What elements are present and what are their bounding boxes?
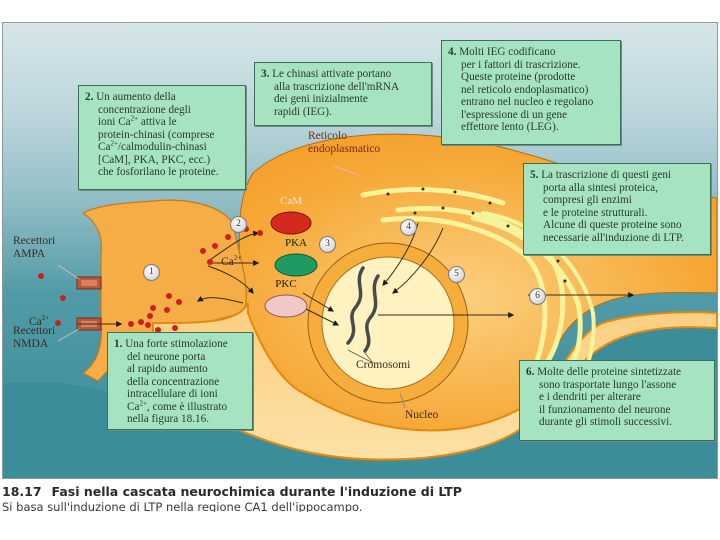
step-2-text: concentrazione degli: [98, 103, 191, 116]
step-box-3: 3. Le chinasi attivate portano alla tras…: [254, 62, 432, 126]
step-5-text: Alcune di queste proteine sono: [543, 219, 682, 231]
ampa-label: Recettori AMPA: [13, 235, 55, 261]
step-3-text: Le chinasi attivate portano: [272, 68, 392, 80]
step-marker-4: 4: [400, 219, 417, 236]
step-4-text: entrano nel nucleo e regolano: [461, 96, 594, 108]
step-4-text: per i fattori di trascrizione.: [461, 58, 581, 71]
step-4-text: effettore lento (LEG).: [461, 121, 559, 133]
pkc-oval: [264, 294, 308, 318]
step-6-number: 6.: [526, 366, 535, 378]
caption-title: 18.17 Fasi nella cascata neurochimica dur…: [2, 484, 718, 499]
step-3-text: alla trascrizione dell'mRNA: [274, 80, 400, 93]
nucleus: [321, 256, 455, 390]
step-6-text: il funzionamento del neurone: [539, 403, 671, 416]
step-1-text: intracellulare di ioni: [127, 388, 218, 400]
step-2-line: 2. Un aumento della: [85, 91, 239, 104]
step-box-1: 1. Una forte stimolazione del neurone po…: [107, 332, 253, 430]
ca-text: Ca: [29, 316, 42, 328]
step-1-text: Una forte stimolazione: [125, 338, 228, 350]
reticolo-label: Reticolo endoplasmatico: [308, 130, 380, 156]
figure-title: Fasi nella cascata neurochimica durante …: [51, 484, 462, 499]
cam-oval: [270, 211, 312, 235]
step-marker-5: 5: [448, 266, 465, 283]
step-marker-6: 6: [529, 288, 546, 305]
step-marker-3: 3: [319, 236, 336, 253]
step-2-text: protein-chinasi (comprese: [98, 128, 215, 141]
step-1-text: al rapido aumento: [127, 363, 208, 375]
figure-number: 18.17: [2, 484, 42, 499]
step-3-number: 3.: [261, 68, 270, 80]
step-6-text: durante gli stimoli successivi.: [539, 416, 672, 428]
figure-caption: 18.17 Fasi nella cascata neurochimica dur…: [2, 484, 718, 512]
step-2-text: [CaM], PKA, PKC, ecc.): [98, 153, 211, 166]
figure-subtitle: Si basa sull'induzione di LTP nella regi…: [2, 500, 363, 512]
reticolo-line1: Reticolo: [308, 130, 347, 142]
step-2-number: 2.: [85, 91, 94, 103]
ca-inside-label: Ca2+: [221, 254, 242, 269]
step-1-text: Ca2+, come è illustrato: [127, 398, 228, 413]
ca-superscript: 2+: [233, 254, 242, 263]
step-2-text: Ca2+/calmodulin-chinasi: [98, 139, 207, 153]
step-4-text: Queste proteine (prodotte: [461, 71, 576, 83]
step-1-text: nella figura 18.16.: [127, 413, 210, 425]
step-box-5: 5. La trascrizione di questi geni porta …: [523, 163, 711, 255]
ca-outside-label: Ca2+: [29, 314, 50, 329]
step-6-text: e i dendriti per alterare: [539, 391, 641, 403]
step-1-text: del neurone porta: [127, 350, 206, 363]
cromosomi-label: Cromosomi: [356, 359, 411, 371]
step-marker-1: 1: [143, 264, 160, 281]
step-box-2: 2. Un aumento della concentrazione degli…: [78, 85, 246, 190]
step-3-line: 3. Le chinasi attivate portano: [261, 68, 425, 81]
step-4-text: nel reticolo endoplasmatico): [461, 83, 589, 96]
step-5-text: e le proteine strutturali.: [543, 206, 648, 219]
step-6-line: 6. Molte delle proteine sintetizzate: [526, 366, 708, 379]
step-4-text: l'espressione di un gene: [461, 108, 568, 121]
reticolo-line2: endoplasmatico: [308, 143, 381, 155]
step-marker-2: 2: [230, 216, 247, 233]
step-5-text: porta alla sintesi proteica,: [543, 181, 658, 194]
step-2-text: ioni Ca2+ attiva le: [98, 114, 177, 128]
step-6-text: sono trasportate lungo l'assone: [539, 378, 677, 391]
step-5-text: compresi gli enzimi: [543, 194, 632, 206]
step-3-text: rapidi (IEG).: [274, 105, 332, 118]
step-3-text: dei geni inizialmente: [274, 93, 368, 105]
step-4-number: 4.: [448, 46, 457, 58]
figure-panel: Recettori AMPA Recettori NMDA Ca2+ Ca2+ …: [2, 22, 718, 479]
cam-label: CaM: [280, 195, 302, 207]
step-5-text: necessarie all'induzione di LTP.: [543, 231, 684, 244]
pka-oval: [274, 253, 318, 277]
ampa-receptor: [76, 276, 102, 290]
step-5-number: 5.: [530, 169, 539, 181]
step-2-text: Un aumento della: [96, 91, 176, 103]
step-1-text: della concentrazione: [127, 375, 220, 388]
nmda-label: Recettori NMDA: [13, 325, 55, 351]
step-2-text: che fosforilano le proteine.: [98, 166, 219, 178]
ca-superscript: 2+: [41, 314, 50, 323]
pkc-label: PKC: [275, 278, 297, 290]
pathway-arrows: [78, 222, 635, 327]
chromosomes: [346, 266, 380, 353]
ampa-label-line2: AMPA: [13, 248, 46, 260]
nucleo-label: Nucleo: [405, 409, 439, 421]
pka-label: PKA: [284, 237, 307, 249]
step-5-text: La trascrizione di questi geni: [541, 169, 672, 181]
ampa-label-line1: Recettori: [13, 235, 56, 247]
step-box-6: 6. Molte delle proteine sintetizzate son…: [519, 360, 715, 441]
step-4-text: Molti IEG codificano: [459, 46, 556, 58]
step-1-line: 1. Una forte stimolazione: [114, 338, 246, 351]
lower-cell-region: [152, 302, 717, 461]
step-4-line: 4. Molti IEG codificano: [448, 46, 614, 59]
step-5-line: 5. La trascrizione di questi geni: [530, 169, 704, 182]
nmda-label-line2: NMDA: [13, 338, 49, 350]
step-6-text: Molte delle proteine sintetizzate: [537, 366, 682, 378]
ca-text: Ca: [221, 256, 234, 268]
step-1-number: 1.: [114, 338, 123, 350]
step-box-4: 4. Molti IEG codificano per i fattori di…: [441, 40, 621, 145]
nmda-label-line1: Recettori: [13, 325, 56, 337]
